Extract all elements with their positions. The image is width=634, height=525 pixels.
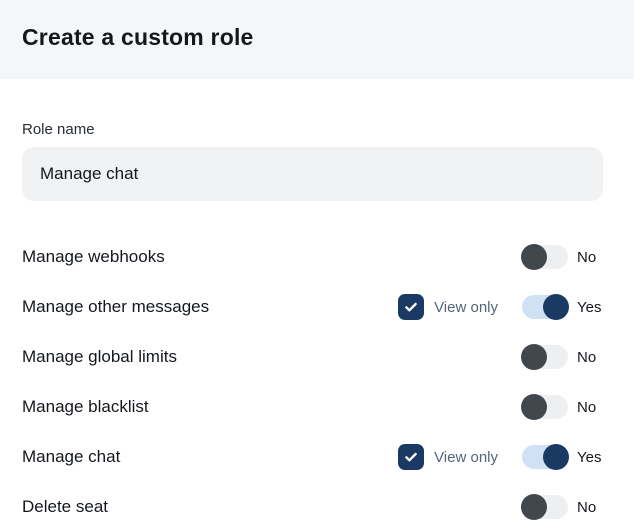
view-only-label: View only <box>434 448 498 466</box>
toggle-state-label: Yes <box>577 448 602 466</box>
toggle-knob <box>521 244 547 270</box>
role-name-section: Role name <box>22 121 603 201</box>
permission-controls: No <box>521 494 603 520</box>
dialog-header: Create a custom role <box>0 0 634 79</box>
permission-toggle[interactable] <box>521 394 568 420</box>
role-name-label: Role name <box>22 121 95 138</box>
toggle-state-label: Yes <box>577 298 602 316</box>
permission-toggle[interactable] <box>521 244 568 270</box>
permission-controls: No <box>521 344 603 370</box>
permission-row: Manage chat View only Yes <box>22 432 603 482</box>
toggle-group: No <box>521 494 603 520</box>
permission-label: Manage other messages <box>22 297 210 316</box>
permission-label: Manage global limits <box>22 347 177 366</box>
toggle-state-label: No <box>577 348 597 366</box>
permission-controls: View only Yes <box>398 294 603 320</box>
toggle-knob <box>521 394 547 420</box>
toggle-knob <box>521 494 547 520</box>
permission-label: Manage blacklist <box>22 397 149 416</box>
toggle-knob <box>543 294 569 320</box>
permission-toggle[interactable] <box>522 294 569 320</box>
view-only-label: View only <box>434 298 498 316</box>
permissions-list: Manage webhooks No Manage other messages… <box>22 232 603 525</box>
toggle-group: Yes <box>522 294 603 320</box>
toggle-knob <box>543 444 569 470</box>
toggle-state-label: No <box>577 498 597 516</box>
toggle-group: No <box>521 344 603 370</box>
toggle-knob <box>521 344 547 370</box>
permission-label: Manage chat <box>22 447 121 466</box>
page-title: Create a custom role <box>22 24 254 50</box>
checkmark-icon <box>405 452 417 462</box>
view-only-checkbox[interactable] <box>398 294 425 320</box>
view-only-checkbox[interactable] <box>398 444 425 470</box>
permission-row: Manage webhooks No <box>22 232 603 282</box>
view-only-group: View only <box>398 444 498 470</box>
role-name-input[interactable] <box>22 147 603 201</box>
permission-toggle[interactable] <box>521 344 568 370</box>
permission-toggle[interactable] <box>522 444 569 470</box>
dialog-body: Role name Manage webhooks No Manage othe… <box>22 121 603 525</box>
permission-label: Delete seat <box>22 497 108 516</box>
permission-row: Delete seat No <box>22 482 603 525</box>
view-only-group: View only <box>398 294 498 320</box>
toggle-state-label: No <box>577 248 597 266</box>
toggle-group: No <box>521 244 603 270</box>
permission-label: Manage webhooks <box>22 247 165 266</box>
toggle-group: No <box>521 394 603 420</box>
permission-row: Manage global limits No <box>22 332 603 382</box>
permission-controls: No <box>521 394 603 420</box>
permission-toggle[interactable] <box>521 494 568 520</box>
permission-row: Manage other messages View only Yes <box>22 282 603 332</box>
permission-controls: No <box>521 244 603 270</box>
permission-row: Manage blacklist No <box>22 382 603 432</box>
permission-controls: View only Yes <box>398 444 603 470</box>
checkmark-icon <box>405 302 417 312</box>
toggle-group: Yes <box>522 444 603 470</box>
toggle-state-label: No <box>577 398 597 416</box>
